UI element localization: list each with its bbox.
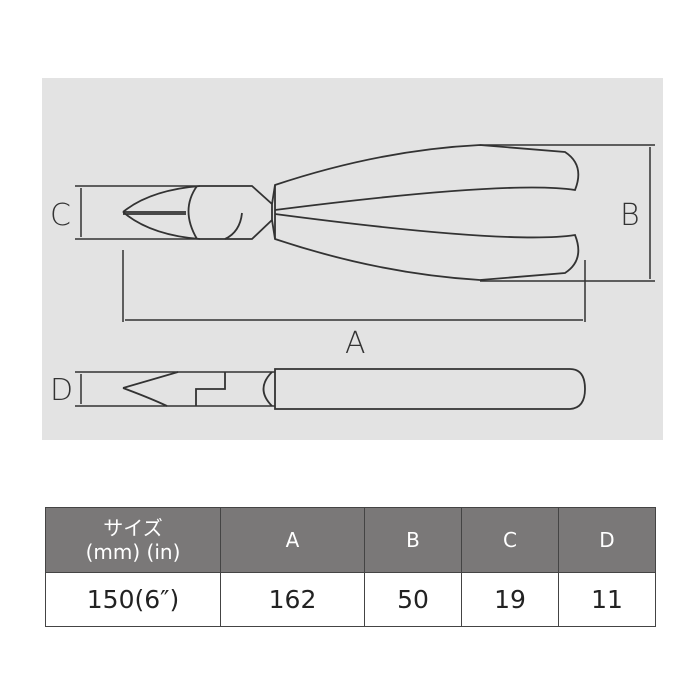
- plier-top-view: [122, 144, 580, 281]
- cell-c: 19: [460, 572, 559, 627]
- cell-b: 50: [364, 572, 462, 627]
- dimension-label-d: D: [50, 373, 73, 408]
- header-b: B: [364, 507, 462, 573]
- header-c: C: [460, 507, 559, 573]
- dimension-label-c: C: [50, 198, 71, 233]
- plier-dimension-diagram: C B A D: [42, 78, 663, 440]
- header-size-unit: (mm) (in): [85, 540, 181, 564]
- header-d: D: [557, 507, 657, 573]
- table-row: 150(6″) 162 50 19 11: [45, 572, 657, 627]
- dimension-label-b: B: [620, 198, 640, 233]
- plier-side-view: [122, 368, 586, 410]
- dimension-label-a: A: [345, 326, 366, 361]
- diagram-background: [42, 78, 663, 440]
- header-size: サイズ(mm) (in): [45, 507, 221, 573]
- header-size-label: サイズ: [103, 516, 163, 540]
- size-spec-table: サイズ(mm) (in) A B C D 150(6″) 162 50 19 1…: [45, 507, 657, 627]
- cell-a: 162: [220, 572, 365, 627]
- header-a: A: [220, 507, 365, 573]
- cell-d: 11: [557, 572, 657, 627]
- cell-size: 150(6″): [45, 572, 221, 627]
- table-header-row: サイズ(mm) (in) A B C D: [45, 507, 657, 573]
